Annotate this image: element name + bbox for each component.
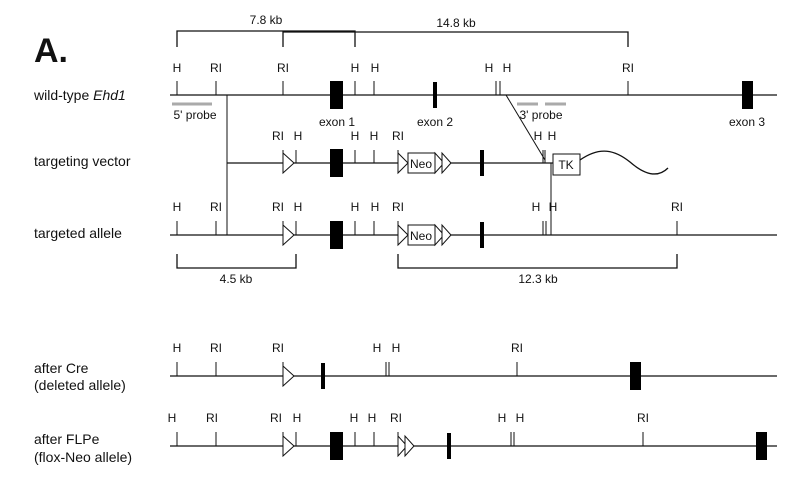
row-label-targeting-vector: targeting vector (34, 153, 131, 169)
site-label: H (532, 200, 541, 214)
site-label: RI (210, 341, 222, 355)
homology-connectors (226, 94, 552, 235)
neo-label: Neo (410, 157, 432, 171)
bracket-14-8kb: 14.8 kb (282, 16, 629, 47)
neo-label: Neo (410, 229, 432, 243)
row-label-after-flpe-1: after FLPe (34, 431, 100, 447)
site-label: H (373, 341, 382, 355)
site-label: H (516, 411, 525, 425)
loxp-site (404, 434, 415, 458)
row-label-targeted-allele: targeted allele (34, 225, 122, 241)
site-label: RI (272, 341, 284, 355)
row-targeted-allele: targeted allele H RI RI H H H RI H H RI … (34, 200, 777, 249)
frt-site (434, 223, 445, 247)
site-label: H (351, 61, 360, 75)
site-label: H (173, 341, 182, 355)
site-label: H (351, 200, 360, 214)
tk-cassette (552, 153, 581, 176)
site-label: H (294, 129, 303, 143)
exon-1-block (330, 221, 343, 249)
loxp-site (282, 364, 295, 388)
row-targeting-vector: targeting vector RI H H H RI H H Neo TK (34, 129, 669, 177)
panel-label: A. (34, 32, 68, 70)
site-label: RI (272, 200, 284, 214)
loxp-site (282, 223, 295, 247)
frt-site (397, 223, 409, 247)
row-after-flpe: after FLPe (flox-Neo allele) H RI RI H H… (34, 411, 777, 465)
site-label: RI (622, 61, 634, 75)
exon-1-block (330, 432, 343, 460)
site-label: H (548, 129, 557, 143)
site-label: RI (210, 61, 222, 75)
bracket-12-3kb: 12.3 kb (397, 254, 678, 286)
row-wildtype: wild-type Ehd1 H RI RI H H H H RI exon 1… (33, 61, 777, 129)
exon-1-block (330, 149, 343, 177)
site-label: H (368, 411, 377, 425)
exon-3-block (742, 81, 753, 109)
exon-2-block (447, 433, 451, 459)
site-label: RI (392, 200, 404, 214)
site-label: H (485, 61, 494, 75)
site-label: RI (671, 200, 683, 214)
site-label: RI (210, 200, 222, 214)
site-label: H (498, 411, 507, 425)
site-label: RI (392, 129, 404, 143)
frt-site (434, 151, 445, 175)
site-label: H (392, 341, 401, 355)
site-label: RI (511, 341, 523, 355)
site-label: H (534, 129, 543, 143)
site-label: H (549, 200, 558, 214)
exon-3-block (630, 362, 641, 390)
site-label: H (371, 200, 380, 214)
site-label: H (173, 61, 182, 75)
exon-2-block (480, 222, 484, 248)
frt-site (397, 434, 408, 458)
three-prime-probe-label: 3' probe (520, 108, 563, 122)
site-label: RI (270, 411, 282, 425)
site-label: RI (277, 61, 289, 75)
size-label-14-8kb: 14.8 kb (436, 16, 476, 30)
site-label: H (371, 61, 380, 75)
site-label: H (168, 411, 177, 425)
site-label: RI (390, 411, 402, 425)
plasmid-backbone (579, 150, 669, 175)
loxp-site (282, 151, 295, 175)
size-label-7-8kb: 7.8 kb (250, 13, 283, 27)
frt-site (397, 151, 409, 175)
exon-2-block (480, 150, 484, 176)
row-label-after-flpe-2: (flox-Neo allele) (34, 449, 132, 465)
loxp-site (282, 434, 295, 458)
site-label: RI (206, 411, 218, 425)
size-label-12-3kb: 12.3 kb (518, 272, 558, 286)
exon-1-label: exon 1 (319, 115, 355, 129)
exon-2-label: exon 2 (417, 115, 453, 129)
site-label: H (351, 129, 360, 143)
site-label: RI (637, 411, 649, 425)
loxp-site (441, 151, 452, 175)
row-label-after-cre-1: after Cre (34, 360, 89, 376)
exon-2-block (321, 363, 325, 389)
bracket-4-5kb: 4.5 kb (176, 254, 297, 286)
five-prime-probe-label: 5' probe (174, 108, 217, 122)
site-label: H (370, 129, 379, 143)
bracket-7-8kb: 7.8 kb (176, 13, 356, 47)
site-label: H (503, 61, 512, 75)
site-label: H (293, 411, 302, 425)
row-after-cre: after Cre (deleted allele) H RI RI H H R… (34, 341, 777, 393)
site-label: H (350, 411, 359, 425)
size-label-4-5kb: 4.5 kb (220, 272, 253, 286)
exon-3-block (756, 432, 767, 460)
site-label: H (173, 200, 182, 214)
site-label: RI (272, 129, 284, 143)
row-label-wildtype: wild-type Ehd1 (33, 87, 126, 103)
loxp-site (441, 223, 452, 247)
exon-2-block (433, 82, 437, 108)
exon-3-label: exon 3 (729, 115, 765, 129)
exon-1-block (330, 81, 343, 109)
tk-label: TK (558, 158, 573, 172)
site-label: H (294, 200, 303, 214)
row-label-after-cre-2: (deleted allele) (34, 377, 126, 393)
